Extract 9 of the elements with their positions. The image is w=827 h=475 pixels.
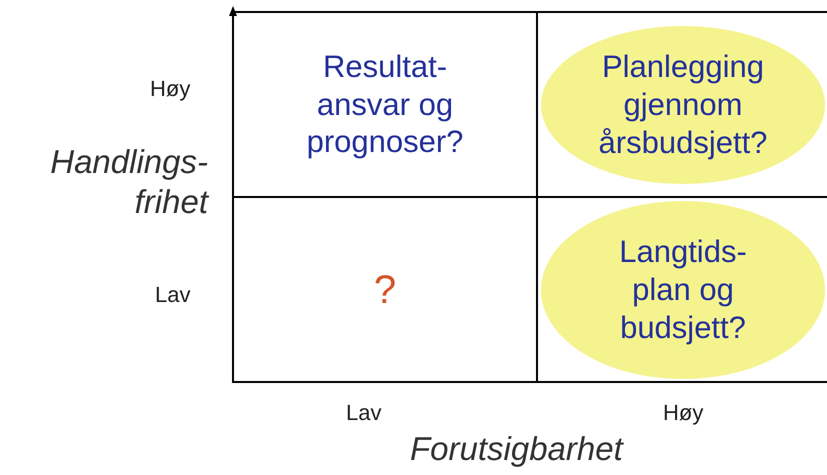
axis-label: Handlings- frihet — [49, 142, 208, 222]
axis-label: Lav — [346, 399, 382, 427]
axis-label: Lav — [155, 281, 190, 309]
cell-text: ? — [374, 266, 396, 314]
cell-text: Planlegging gjennom årsbudsjett? — [598, 48, 768, 162]
axis-label: Høy — [663, 399, 704, 427]
axis-label: Forutsigbarhet — [410, 429, 623, 469]
axis-label: Høy — [150, 75, 190, 103]
cell-text: Resultat- ansvar og prognoser? — [306, 48, 464, 162]
